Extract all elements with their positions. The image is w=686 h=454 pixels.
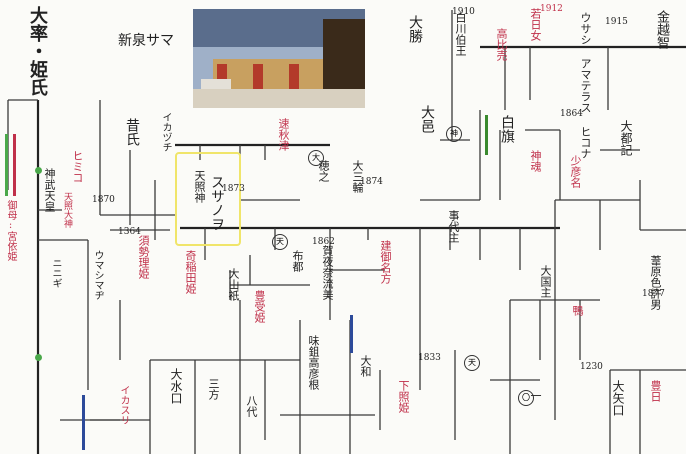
name-yashiro: 八代 <box>245 395 258 417</box>
green-marker-bar <box>5 134 8 196</box>
name-futsu: 布都 <box>291 250 304 272</box>
circle-mark: 天 <box>272 234 288 250</box>
name-ohmizu: 大水口 <box>169 368 183 404</box>
green-dot <box>35 354 42 361</box>
name-umashi: ウマシマヂ <box>92 250 103 300</box>
name-sukuna: 少彦名 <box>569 155 582 188</box>
blue-marker-bar <box>350 315 353 353</box>
year-label: 1364 <box>118 227 141 237</box>
name-ohbe: 大邑 <box>419 105 435 133</box>
name-mukashi: 昔氏 <box>124 118 140 146</box>
name-toyo: 豊日 <box>649 380 662 402</box>
photo-caption: 新泉サマ <box>118 33 174 49</box>
name-kamo: 鴨 <box>571 305 584 316</box>
name-himiko: ヒミコ <box>71 150 84 183</box>
year-label: 1874 <box>360 177 383 187</box>
year-label: 1912 <box>540 4 563 14</box>
name-katsu: 大勝 <box>407 15 423 43</box>
blue-marker-bar <box>82 395 85 450</box>
circle-mark: 天 <box>464 355 480 371</box>
chart-title: 大率・姫氏 <box>27 6 48 96</box>
name-kotoshiro: 事代主 <box>447 210 460 243</box>
year-label: 1910 <box>452 7 475 17</box>
year-label: 1915 <box>605 17 628 27</box>
name-shiraki: 白旗 <box>499 115 515 143</box>
year-label: 1877 <box>642 289 665 299</box>
name-takahime: 高比売 <box>495 28 508 61</box>
name-oomiwa: 大三輪 <box>351 160 364 193</box>
name-ikaduchi: イカヅチ <box>160 112 171 152</box>
name-mumasu: 御母:宮依姫 <box>5 200 16 261</box>
name-kamuo: 神魂 <box>529 150 542 172</box>
year-label: 1873 <box>222 184 245 194</box>
name-jinmu: 神武天皇 <box>43 168 56 212</box>
name-mikata: 三方 <box>207 378 220 400</box>
name-kaya: 賀夜奈流美 <box>321 245 334 300</box>
year-label: 1864 <box>560 109 583 119</box>
year-label: 1230 <box>580 362 603 372</box>
name-nami: ウサシ アマテラス ヒコナ <box>579 12 592 159</box>
green-marker-bar <box>485 115 488 155</box>
highlight-box <box>175 152 241 246</box>
name-kyoto: 大都記 <box>619 120 633 156</box>
name-amaterasu: 天照大神 <box>62 192 72 228</box>
circle-mark: 神 <box>446 126 462 142</box>
green-dot <box>35 167 42 174</box>
name-ichi: 一 <box>529 390 542 401</box>
circle-mark: 大 <box>308 150 324 166</box>
name-hono: 穂之 <box>317 160 330 182</box>
name-aji: 味鉏高彦根 <box>307 335 320 390</box>
name-waka: 若日女 <box>529 8 542 41</box>
name-okuni: 大国主 <box>539 265 552 298</box>
name-takemi: 建御名方 <box>379 240 392 284</box>
circle-mark: 〇 <box>518 390 534 406</box>
name-omi: 大矢口 <box>611 380 625 416</box>
red-marker-bar <box>13 134 16 196</box>
name-yamato: 大和 <box>359 355 372 377</box>
year-label: 1862 <box>312 237 335 247</box>
name-toyouke: 豊受姫 <box>253 290 266 323</box>
name-suseri: スサノヲ <box>209 175 225 231</box>
year-label: 1870 <box>92 195 115 205</box>
name-shirakawa: 白川伯王 <box>454 12 467 56</box>
year-label: 1833 <box>418 353 441 363</box>
name-suseribime: 須勢理姫 <box>137 235 150 279</box>
name-ashi: 葦原色許男 <box>649 255 662 310</box>
shrine-photo <box>193 9 365 108</box>
name-ikasuri: イカスリ <box>118 385 129 425</box>
name-oyamatsu: 大山祇 <box>227 268 240 301</box>
name-shitateru: 下照姫 <box>397 380 410 413</box>
name-hayaaki: 速秋津 <box>277 118 290 151</box>
name-tenmei: 天照神 <box>193 170 206 203</box>
name-kami-koshi: 金越智 <box>654 10 669 49</box>
name-ninigi: ニニギ <box>50 258 61 288</box>
name-kushi: 奇稲田姫 <box>184 250 197 294</box>
